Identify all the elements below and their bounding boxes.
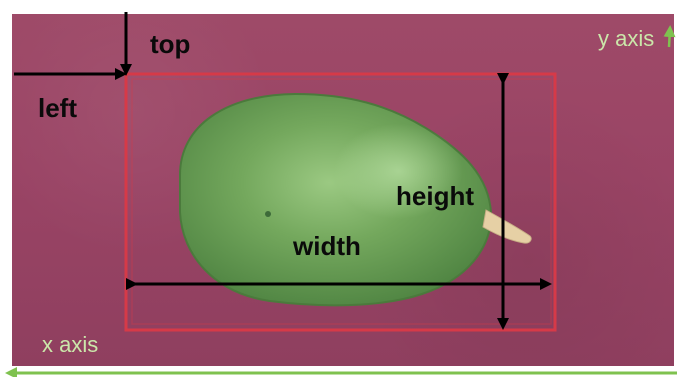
bounding-box [126, 74, 555, 330]
y-axis-arrow [669, 28, 670, 47]
top-label: top [150, 31, 190, 57]
width-label: width [293, 233, 361, 259]
height-label: height [396, 183, 474, 209]
bounding-box-inner-edge [132, 79, 551, 324]
x-axis-label: x axis [42, 334, 98, 356]
left-label: left [38, 95, 77, 121]
y-axis-label: y axis [598, 28, 654, 50]
